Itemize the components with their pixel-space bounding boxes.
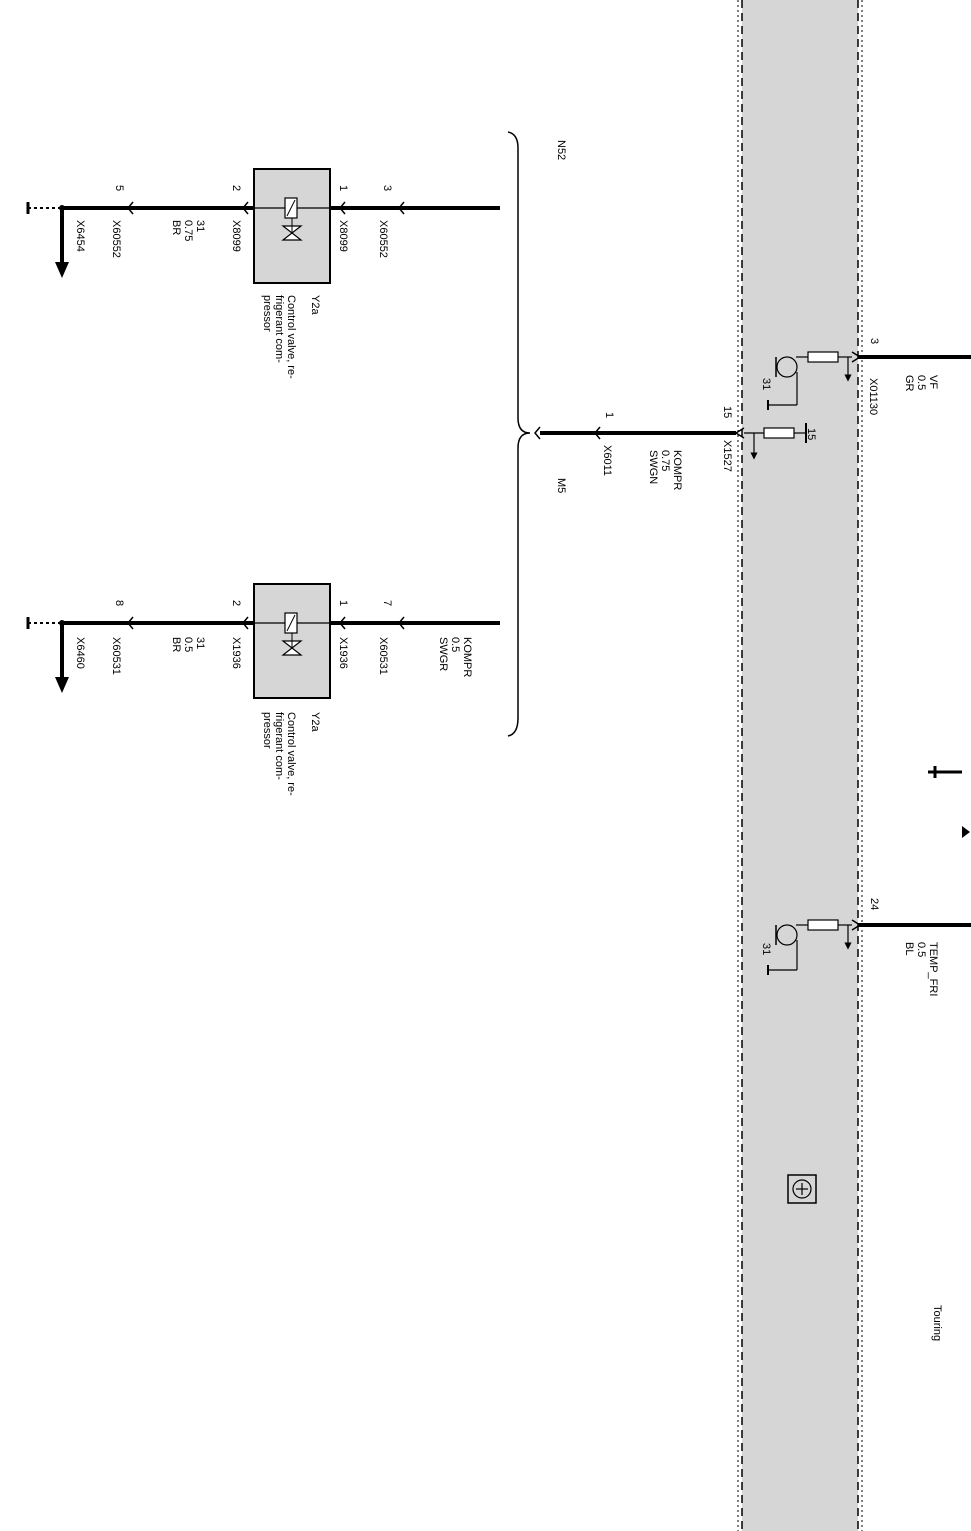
valve-b-gnd-point: X6460 [74,637,86,669]
valve-b-wire-size: 0.5 [449,637,461,652]
valve-a-gnd-size: 0.75 [182,220,194,241]
valve-a-pin-top-inner: 1 [337,185,349,191]
valve-b-wire-name: KOMPR [461,637,473,677]
valve-b-wire-color: SWGR [437,637,449,671]
vf-name: VF [927,375,939,389]
kompr-main-size: 0.75 [659,450,671,471]
wire-kompr-main [534,426,736,440]
valve-a-conn-bot-inner: X8099 [230,220,242,252]
valve-a-gnd-point: X6454 [74,220,86,252]
pin-temp-label: 24 [868,898,880,910]
variant-m5: M5 [555,478,567,493]
ground-31-temp: 31 [760,943,772,955]
valve-b-conn-bot-outer: X60531 [110,637,122,675]
vf-size: 0.5 [915,375,927,390]
variant-n52: N52 [555,140,567,160]
kompr-main-color: SWGN [647,450,659,484]
valve-b-component [253,583,331,699]
valve-b-pin-bot-inner: 2 [230,600,242,606]
valve-a-gnd-wire: 31 [194,220,206,232]
vf-color: GR [903,375,915,392]
temp-size: 0.5 [915,942,927,957]
temp-name: TEMP_FRI [927,942,939,996]
valve-b-desc-1: Control valve, re- [285,712,297,796]
valve-a-gnd-color: BR [170,220,182,235]
valve-b-pin-top-inner: 1 [337,600,349,606]
page-reference-marks [928,766,970,838]
valve-a-desc-3: pressor [261,295,273,332]
variant-bracket [507,131,531,737]
valve-b-ref: Y2a [309,712,321,732]
valve-a-ref: Y2a [309,295,321,315]
module-symbol-icon [787,1174,817,1204]
valve-b-gnd-wire: 31 [194,637,206,649]
variant-touring: Touring [931,1305,943,1341]
module-output-temp [767,919,971,975]
valve-a-conn-top-inner: X8099 [337,220,349,252]
module-output-vf [767,351,971,410]
valve-b-conn-bot-inner: X1936 [230,637,242,669]
valve-b-desc-3: pressor [261,712,273,749]
valve-a-pin-top-outer: 3 [381,185,393,191]
valve-a-pin-bot-inner: 2 [230,185,242,191]
valve-b-conn-top-outer: X60531 [377,637,389,675]
valve-a-desc-1: Control valve, re- [285,295,297,379]
kompr-splice-connector: X6011 [601,445,613,476]
valve-a-component [253,168,331,284]
valve-a-conn-top-outer: X60552 [377,220,389,258]
valve-b-pin-top-outer: 7 [381,600,393,606]
kompr-module-connector: X1527 [721,440,733,472]
valve-a-circuit [26,201,500,278]
kompr-splice-pin: 1 [603,412,615,418]
valve-b-pin-bot-outer: 8 [113,600,125,606]
terminal-15-label: 15 [805,428,817,440]
module-output-kompr [734,423,807,460]
valve-a-pin-bot-outer: 5 [113,185,125,191]
valve-b-circuit [26,616,500,693]
ground-31-vf: 31 [760,378,772,390]
valve-b-gnd-size: 0.5 [182,637,194,652]
valve-a-desc-2: frigerant com- [273,295,285,363]
control-module [737,0,863,1531]
vf-connector: X01130 [867,378,879,415]
kompr-main-name: KOMPR [671,450,683,490]
valve-a-conn-bot-outer: X60552 [110,220,122,258]
pin-kompr-label: 15 [721,406,733,418]
valve-b-gnd-color: BR [170,637,182,652]
temp-color: BL [903,942,915,955]
valve-b-conn-top-inner: X1936 [337,637,349,669]
valve-b-desc-2: frigerant com- [273,712,285,780]
pin-vf-label: 3 [868,338,880,344]
